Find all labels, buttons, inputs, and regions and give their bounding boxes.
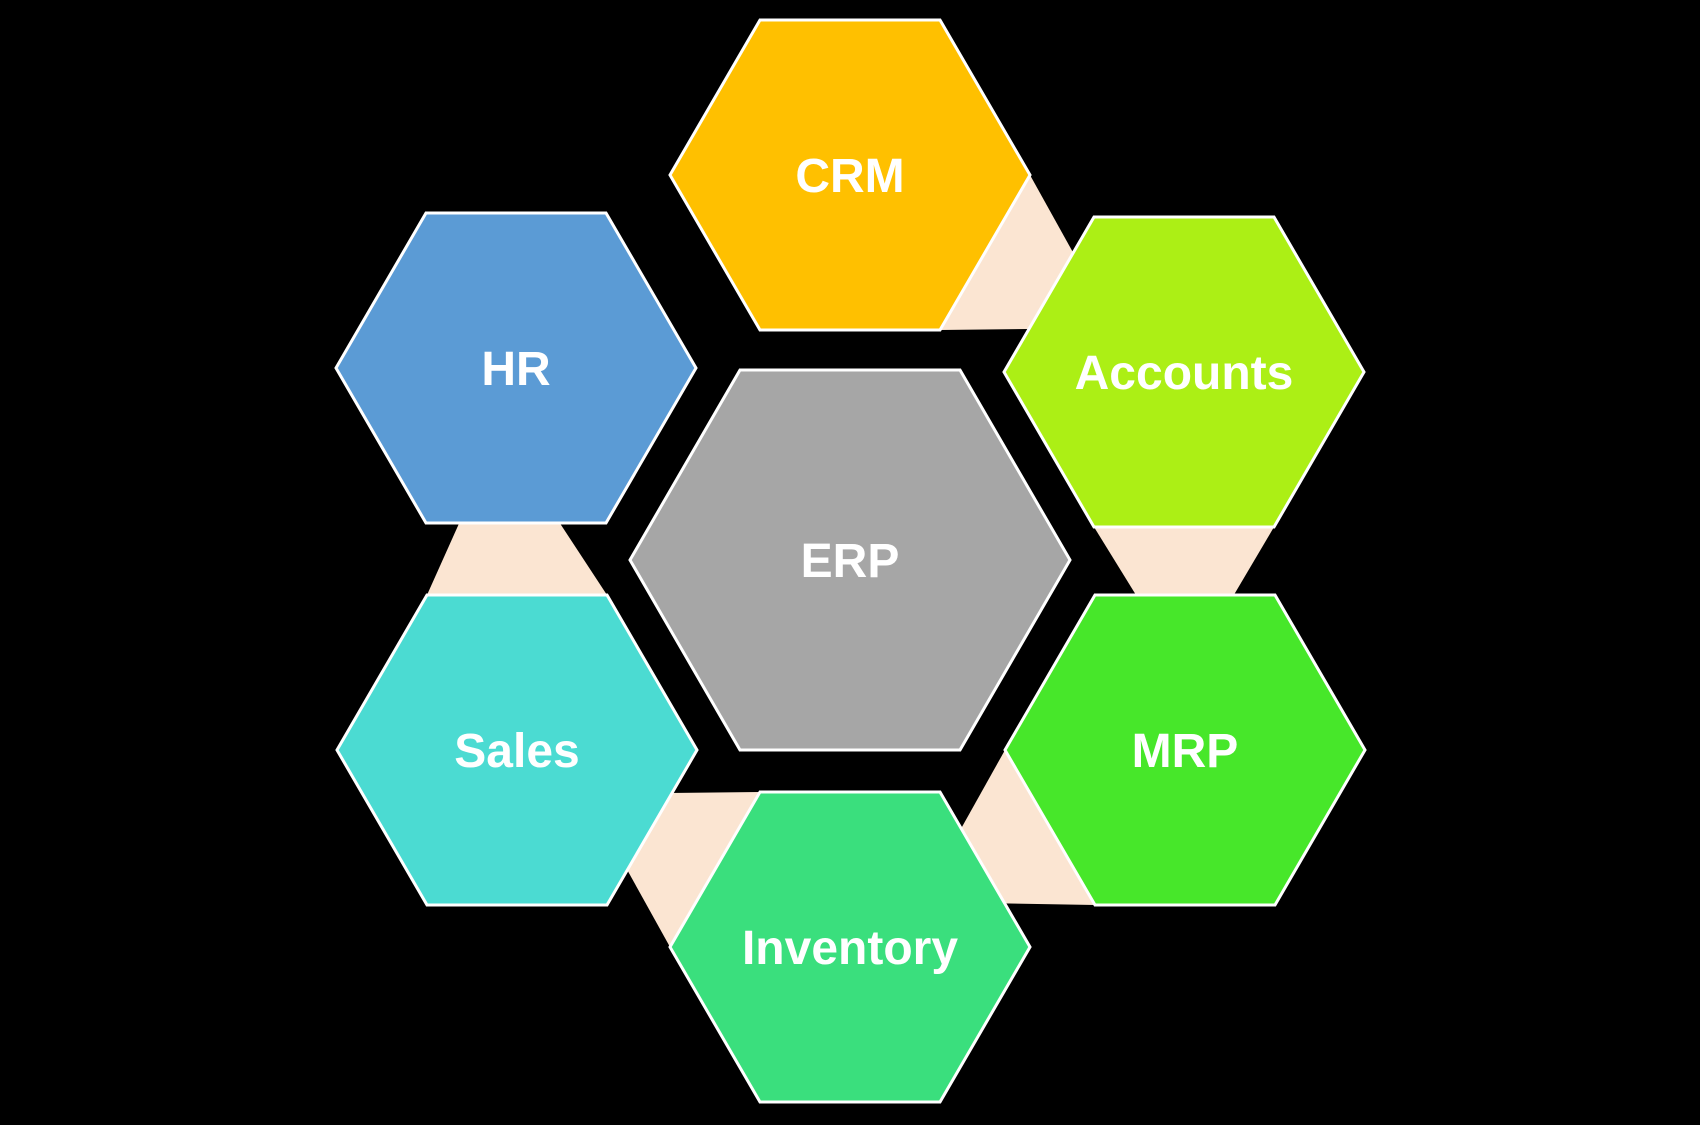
label-erp: ERP — [801, 535, 900, 588]
label-crm: CRM — [795, 150, 904, 203]
hexagon-hr — [334, 211, 698, 525]
label-hr: HR — [481, 343, 550, 396]
label-accounts: Accounts — [1075, 347, 1294, 400]
hexagon-mrp — [1003, 593, 1367, 907]
label-inventory: Inventory — [742, 922, 958, 975]
label-sales: Sales — [454, 725, 579, 778]
hexagon-erp — [628, 368, 1072, 752]
hexagon-sales — [335, 593, 699, 907]
label-mrp: MRP — [1132, 725, 1239, 778]
hexagon-accounts — [1002, 215, 1366, 529]
hexagon-inventory — [668, 790, 1032, 1104]
hexagon-crm — [668, 18, 1032, 332]
